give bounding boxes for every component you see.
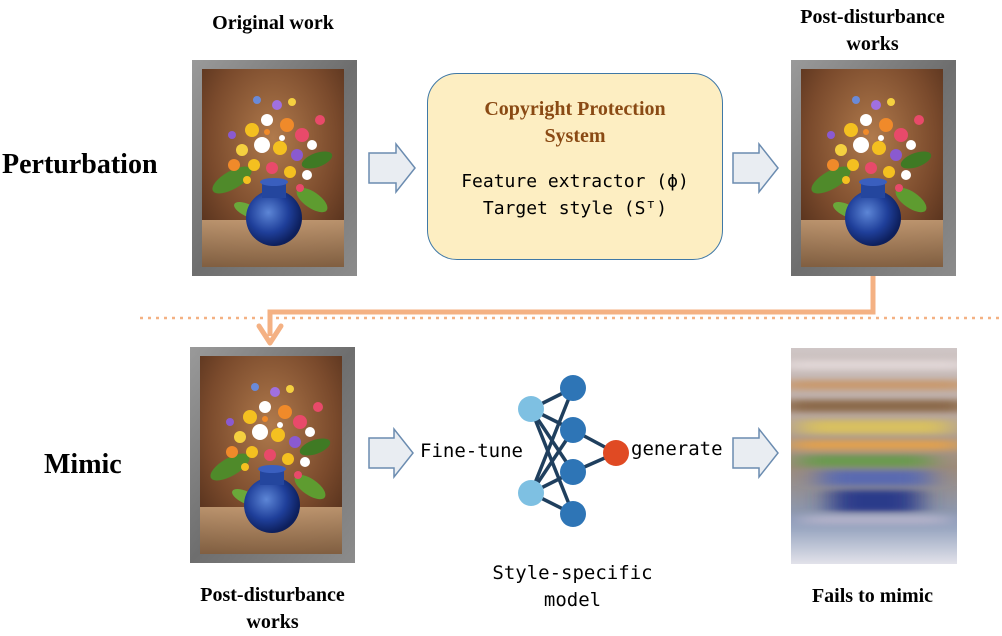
row-label-mimic: Mimic (44, 449, 122, 480)
row-label-perturbation: Perturbation (2, 149, 158, 180)
label-fails-to-mimic: Fails to mimic (811, 585, 934, 607)
post-disturbance-top-image (791, 60, 956, 276)
label-original-work: Original work (212, 12, 334, 34)
label-post-disturbance-bottom-line2: works (246, 611, 299, 633)
copyright-protection-system-box: Copyright Protection System Feature extr… (427, 73, 723, 260)
label-post-disturbance-bottom: Post-disturbance works (180, 582, 365, 636)
neural-network-icon (518, 375, 629, 527)
label-post-disturbance-top-line2: works (846, 33, 899, 55)
system-title-line1: Copyright Protection (484, 98, 666, 120)
label-style-specific-model: Style-specific model (470, 560, 675, 614)
system-title-line2: System (544, 125, 606, 147)
orange-connector-arrow (256, 276, 876, 346)
arrow-right-icon (368, 141, 416, 195)
post-disturbance-bottom-image (190, 347, 355, 563)
label-post-disturbance-top: Post-disturbance works (780, 4, 965, 58)
label-fine-tune: Fine-tune (420, 440, 523, 462)
system-target-style: Target style (Sᵀ) (482, 198, 668, 219)
fails-to-mimic-image (791, 348, 957, 564)
arrow-right-icon (368, 426, 414, 480)
original-work-image (192, 60, 357, 276)
label-generate: generate (631, 438, 723, 460)
system-feature-extractor: Feature extractor (ϕ) (461, 171, 689, 192)
system-title: Copyright Protection System (428, 96, 722, 150)
label-style-specific-line2: model (543, 589, 602, 611)
label-post-disturbance-bottom-line1: Post-disturbance (200, 584, 345, 606)
label-style-specific-line1: Style-specific (492, 562, 653, 584)
arrow-right-icon (732, 141, 779, 195)
label-post-disturbance-top-line1: Post-disturbance (800, 6, 945, 28)
arrow-right-icon (732, 426, 779, 480)
